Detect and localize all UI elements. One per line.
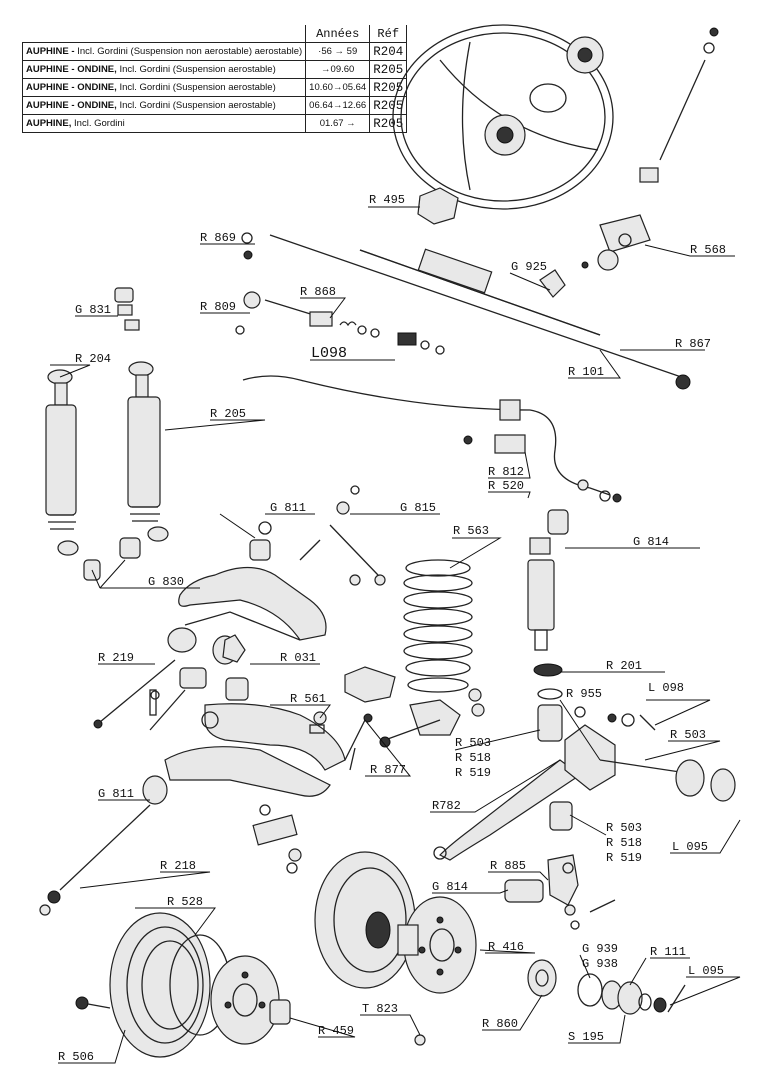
callout-r518-mid: R 518: [455, 751, 491, 765]
callout-r503-low: R 503: [606, 821, 642, 835]
bearing-illustration: [414, 959, 686, 1046]
table-row: AUPHINE - ONDINE, Incl. Gordini (Suspens…: [21, 96, 408, 115]
callout-l098: L 098: [648, 681, 684, 695]
callout-l095-lower: L 095: [688, 964, 724, 978]
callout-r219: R 219: [98, 651, 134, 665]
callout-g814-upper: G 814: [633, 535, 669, 549]
callout-r201: R 201: [606, 659, 642, 673]
callout-r218: R 218: [160, 859, 196, 873]
stub-axle-illustration: [433, 706, 736, 861]
callout-r111: R 111: [650, 945, 686, 959]
callout-r809: R 809: [200, 300, 236, 314]
callout-r204: R 204: [75, 352, 111, 366]
callout-r205: R 205: [210, 407, 246, 421]
callout-r416: R 416: [488, 940, 524, 954]
callout-g811-lower: G 811: [98, 787, 134, 801]
callout-g938: G 938: [582, 957, 618, 971]
callout-r031: R 031: [280, 651, 316, 665]
callout-r520: R 520: [488, 479, 524, 493]
steering-rack-illustration: [235, 232, 691, 390]
leader-lines: [50, 206, 741, 1064]
model-cell: AUPHINE, Incl. Gordini: [21, 114, 307, 133]
callout-g815: G 815: [400, 501, 436, 515]
reference-table: Années Réf AUPHINE - Incl. Gordini (Susp…: [21, 25, 408, 133]
callout-g830: G 830: [148, 575, 184, 589]
anti-roll-bar-illustration: [242, 375, 622, 503]
callout-r503-mid: R 503: [455, 736, 491, 750]
callout-g811-upper: G 811: [270, 501, 306, 515]
callout-g939: G 939: [582, 942, 618, 956]
callout-r869: R 869: [200, 231, 236, 245]
link-rod-illustration: [299, 485, 386, 586]
header-years: Années: [305, 25, 371, 43]
callout-r867: R 867: [675, 337, 711, 351]
callout-r459: R 459: [318, 1024, 354, 1038]
callout-r568: R 568: [690, 243, 726, 257]
callout-t823: T 823: [362, 1002, 398, 1016]
bump-stop-illustration: [149, 634, 249, 731]
callout-r101: R 101: [568, 365, 604, 379]
brake-disc-illustration: [314, 851, 477, 994]
ref-cell: R205: [369, 114, 408, 133]
callout-r519-low: R 519: [606, 851, 642, 865]
ref-cell: R205: [369, 78, 408, 97]
long-rod-illustration: [39, 775, 168, 916]
callout-g814-lower: G 814: [432, 880, 468, 894]
callout-r561: R 561: [290, 692, 326, 706]
table-row: AUPHINE - ONDINE, Incl. Gordini (Suspens…: [21, 78, 408, 97]
years-cell: 01.67 →: [305, 114, 371, 133]
table-row: AUPHINE, Incl. Gordini 01.67 → R205: [21, 114, 408, 133]
shock-absorber-left-illustration: [45, 369, 79, 556]
table-row: AUPHINE - Incl. Gordini (Suspension non …: [21, 42, 408, 61]
brake-drum-illustration: [75, 912, 291, 1058]
callout-r495: R 495: [369, 193, 405, 207]
table-header-row: Années Réf: [23, 25, 408, 43]
callout-l095-upper: L 095: [672, 840, 708, 854]
bush-illustration: [114, 287, 140, 331]
callout-r877: R 877: [370, 763, 406, 777]
strut-illustration: [527, 509, 573, 831]
coil-spring-illustration: [344, 559, 485, 748]
callout-r868: R 868: [300, 285, 336, 299]
ref-cell: R205: [369, 96, 408, 115]
callout-r506: R 506: [58, 1050, 94, 1064]
lower-wishbone-illustration: [164, 703, 373, 874]
callout-r528: R 528: [167, 895, 203, 909]
steering-arm-illustration: [504, 854, 616, 930]
callout-r860: R 860: [482, 1017, 518, 1031]
shock-absorber-right-illustration: [127, 361, 169, 542]
header-ref: Réf: [369, 25, 408, 43]
callout-r885: R 885: [490, 859, 526, 873]
callout-r782: R782: [432, 799, 461, 813]
callout-r518-low: R 518: [606, 836, 642, 850]
callout-s195: S 195: [568, 1030, 604, 1044]
callout-r519-mid: R 519: [455, 766, 491, 780]
table-row: AUPHINE - ONDINE, Incl. Gordini (Suspens…: [21, 60, 408, 79]
steering-column-illustration: [581, 27, 719, 271]
callout-r955: R 955: [566, 687, 602, 701]
steering-wheel-illustration: [392, 24, 614, 225]
ref-cell: R205: [369, 60, 408, 79]
callout-r563: R 563: [453, 524, 489, 538]
callout-g925: G 925: [511, 260, 547, 274]
callout-labels: R 495 R 568 R 869 G 925 R 868 G 831 R 80…: [58, 193, 726, 1064]
callout-g831: G 831: [75, 303, 111, 317]
callout-r503-right: R 503: [670, 728, 706, 742]
callout-r812: R 812: [488, 465, 524, 479]
callout-l098-handwritten: L098: [311, 345, 347, 362]
